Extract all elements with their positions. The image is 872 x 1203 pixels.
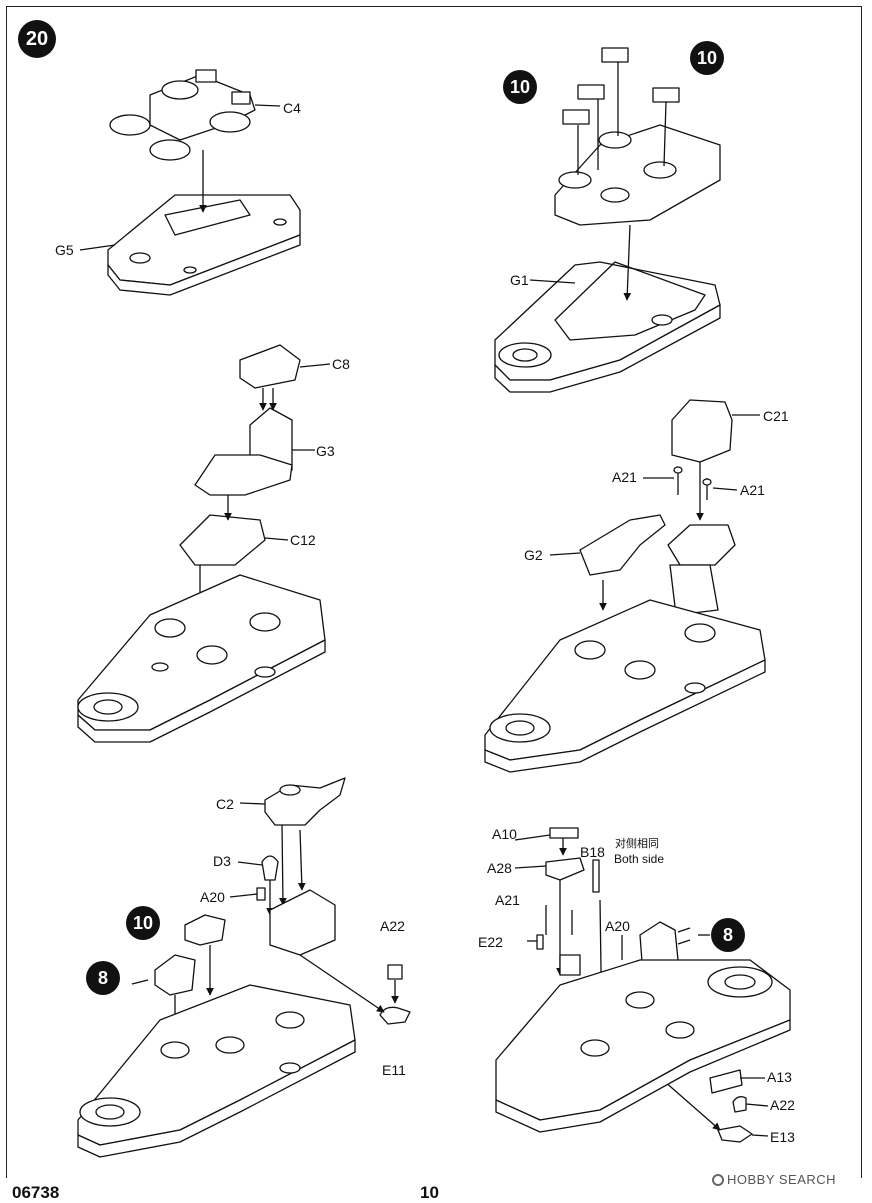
model-code: 06738 <box>12 1183 60 1202</box>
part-label-e13: E13 <box>770 1129 795 1145</box>
panel5-drawing <box>77 777 411 1158</box>
watermark-text: HOBBY SEARCH <box>727 1172 837 1187</box>
reference-badge-10: 10 <box>690 41 724 75</box>
part-label-a20: A20 <box>605 918 630 934</box>
part-label-d3: D3 <box>213 853 231 869</box>
part-label-g1: G1 <box>510 272 529 288</box>
part-label-e22: E22 <box>478 934 503 950</box>
part-label-e11: E11 <box>382 1062 406 1078</box>
part-label-a20: A20 <box>200 889 225 905</box>
panel2-drawing <box>494 47 721 393</box>
panel4-drawing <box>484 399 766 773</box>
step-number-badge: 20 <box>18 20 56 58</box>
part-label-c8: C8 <box>332 356 350 372</box>
panel6-drawing <box>495 827 791 1143</box>
page-number: 10 <box>420 1183 439 1202</box>
watermark: HOBBY SEARCH <box>712 1172 836 1187</box>
part-label-a10: A10 <box>492 826 517 842</box>
part-label-a28: A28 <box>487 860 512 876</box>
part-label-a13: A13 <box>767 1069 792 1085</box>
page-frame <box>6 6 862 1178</box>
part-label-a22: A22 <box>770 1097 795 1113</box>
part-label-g3: G3 <box>316 443 335 459</box>
note-both-side: Both side <box>614 852 665 866</box>
part-label-c4: C4 <box>283 100 301 116</box>
part-label-a22: A22 <box>380 918 405 934</box>
reference-badge-8: 8 <box>711 918 745 952</box>
part-label-a21: A21 <box>740 482 765 498</box>
reference-badge-10: 10 <box>503 70 537 104</box>
panel3-drawing <box>77 344 331 743</box>
part-label-a21: A21 <box>612 469 637 485</box>
part-label-c12: C12 <box>290 532 316 548</box>
part-label-b18: B18 <box>580 844 605 860</box>
note-both-side-cn: 对侧相同 <box>615 837 659 850</box>
part-label-g5: G5 <box>55 242 74 258</box>
part-label-a21: A21 <box>495 892 520 908</box>
part-label-c2: C2 <box>216 796 234 812</box>
reference-badge-8: 8 <box>86 961 120 995</box>
panel1-drawing <box>79 69 301 296</box>
watermark-logo-icon <box>712 1173 724 1186</box>
part-label-g2: G2 <box>524 547 543 563</box>
reference-badge-10: 10 <box>126 906 160 940</box>
part-label-c21: C21 <box>763 408 789 424</box>
